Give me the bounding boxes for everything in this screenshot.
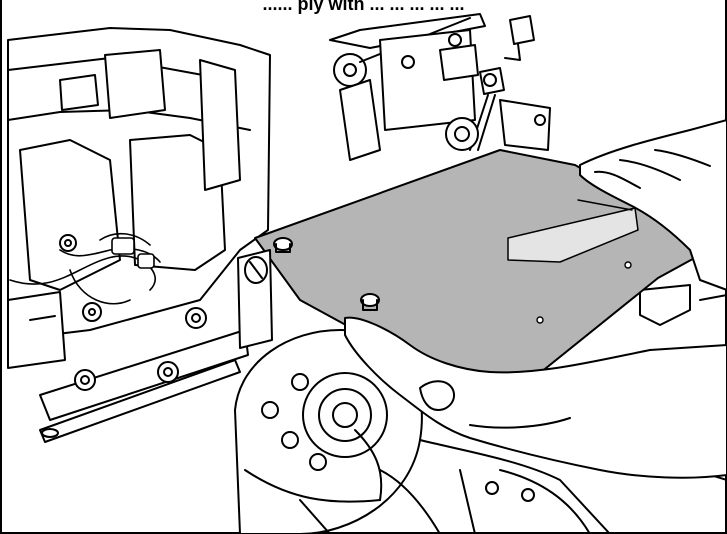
mounting-bracket [237, 249, 273, 349]
plate-bolts [273, 237, 380, 311]
wheel-hub [234, 329, 611, 534]
hand-upper [579, 119, 727, 291]
caption-text: ...... ply with ... ... ... ... ... [262, 0, 465, 14]
wiring-harness [9, 232, 161, 305]
engine-housing [7, 27, 271, 369]
bolt-group-left [59, 234, 207, 391]
upper-linkage [329, 13, 551, 161]
mounting-rail [39, 329, 249, 443]
hand-lower [344, 316, 727, 479]
